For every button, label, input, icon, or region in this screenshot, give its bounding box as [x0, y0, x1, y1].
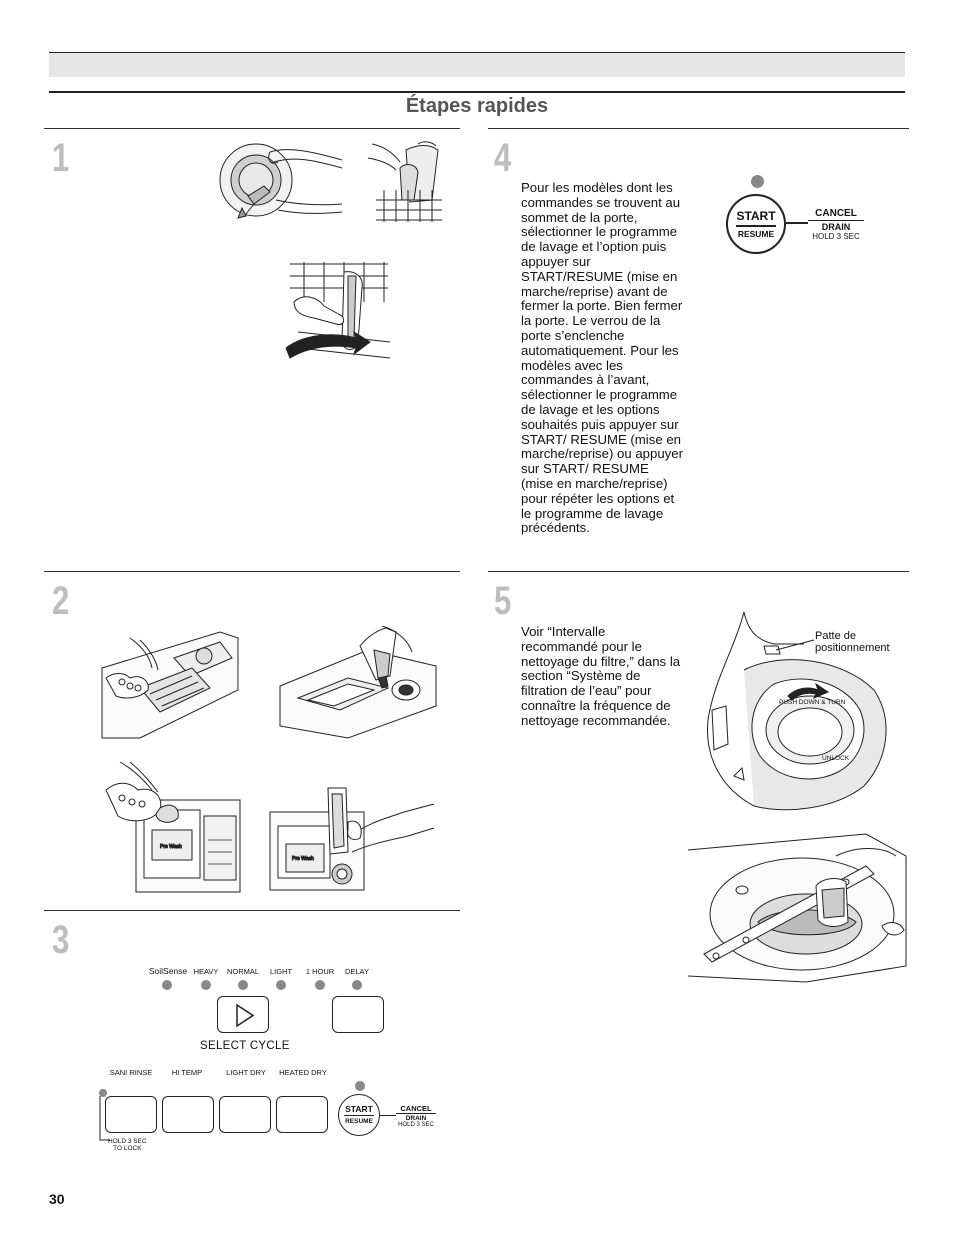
rule-step4-top	[488, 128, 909, 129]
cancel-text: CANCEL	[815, 208, 857, 219]
pre-wash-label-2: Pre Wash	[292, 856, 314, 862]
rule-step5-top	[488, 571, 909, 572]
section-title: Étapes rapides	[405, 95, 549, 117]
panel-resume-label: RESUME	[345, 1118, 373, 1125]
rinse-aid-open-illustration	[100, 628, 240, 740]
select-cycle-label: SELECT CYCLE	[200, 1040, 290, 1052]
cancel-drain-label: CANCEL DRAIN HOLD 3 SEC	[808, 208, 864, 241]
resume-label: RESUME	[737, 229, 775, 239]
scrape-plate-illustration	[218, 140, 346, 222]
option-label-heated-dry: HEATED DRY	[279, 1068, 327, 1077]
step-number-2: 2	[52, 579, 69, 623]
title-rule	[49, 91, 905, 93]
page-number: 30	[49, 1191, 65, 1207]
step5-instructions: Voir “Intervalle recommandé pour le nett…	[521, 624, 681, 728]
pre-wash-label-1: Pre Wash	[160, 844, 182, 850]
cycle-label-normal: NORMAL	[226, 967, 260, 976]
cycle-light-soilsense	[162, 980, 172, 990]
rinse-aid-fill-illustration	[278, 626, 438, 740]
positioning-tab-callout: Patte de positionnement	[815, 630, 890, 654]
hold-lock-line1: HOLD 3 SEC	[108, 1138, 147, 1145]
cycle-label-light: LIGHT	[269, 967, 293, 976]
drain-text: DRAIN	[808, 220, 864, 232]
filter-labels-overlay: PUSH DOWN & TURN UNLOCK	[779, 699, 850, 762]
cycle-light-delay	[352, 980, 362, 990]
panel-cancel-text: CANCEL	[400, 1104, 432, 1113]
step-number-1: 1	[52, 136, 69, 180]
cycle-light-1-hour	[315, 980, 325, 990]
ring-unlock-text: UNLOCK	[822, 755, 850, 762]
rule-step1-top	[44, 128, 460, 129]
rule-step2-top	[44, 571, 460, 572]
spray-arm-illustration	[284, 262, 390, 366]
callout-line1: Patte de	[815, 630, 856, 642]
hi-temp-button[interactable]	[162, 1096, 214, 1133]
play-icon	[236, 1003, 255, 1028]
ring-push-text: PUSH DOWN & TURN	[779, 699, 846, 706]
start-resume-button[interactable]: START RESUME	[726, 194, 786, 254]
hold-lock-line2: TO LOCK	[113, 1145, 142, 1152]
hold-text: HOLD 3 SEC	[812, 232, 860, 241]
option-label-hi-temp: HI TEMP	[171, 1068, 203, 1077]
hold-to-lock-label: HOLD 3 SEC TO LOCK	[108, 1138, 147, 1152]
cycle-label-soilsense: SoilSense	[148, 966, 188, 976]
panel-hold-text: HOLD 3 SEC	[398, 1122, 434, 1128]
lock-status-light	[99, 1089, 107, 1097]
panel-start-label: START	[345, 1104, 373, 1114]
step-number-3: 3	[52, 918, 69, 962]
rack-loading-illustration	[366, 140, 444, 222]
panel-start-divider	[344, 1115, 374, 1117]
cycle-light-normal	[238, 980, 248, 990]
detergent-load-illustration: Pre Wash	[100, 760, 242, 894]
header-band	[49, 52, 905, 77]
start-status-light	[751, 175, 764, 188]
lock-bracket-line	[99, 1096, 110, 1141]
step-number-5: 5	[494, 579, 511, 623]
cycle-label-delay: DELAY	[344, 967, 370, 976]
light-dry-button[interactable]	[219, 1096, 271, 1133]
panel-start-cancel-connector	[380, 1115, 396, 1117]
select-cycle-button[interactable]	[217, 996, 269, 1033]
start-cancel-connector	[786, 222, 808, 224]
step-number-4: 4	[494, 136, 511, 180]
panel-cancel-drain-label: CANCEL DRAIN HOLD 3 SEC	[396, 1104, 436, 1128]
cycle-light-light	[276, 980, 286, 990]
start-divider	[736, 225, 776, 227]
start-status-light-panel	[355, 1081, 365, 1091]
filter-unlock-illustration	[704, 610, 890, 814]
sani-rinse-button[interactable]	[105, 1096, 157, 1133]
heated-dry-button[interactable]	[276, 1096, 328, 1133]
panel-drain-text: DRAIN	[396, 1113, 436, 1122]
filter-removal-illustration	[686, 826, 908, 986]
cycle-light-heavy	[201, 980, 211, 990]
step4-instructions: Pour les modèles dont les commandes se t…	[521, 180, 683, 536]
rule-step3-top	[44, 910, 460, 911]
start-label: START	[736, 209, 776, 223]
start-resume-button-panel[interactable]: START RESUME	[338, 1094, 380, 1136]
option-label-light-dry: LIGHT DRY	[226, 1068, 266, 1077]
cycle-label-1-hour: 1 HOUR	[305, 967, 335, 976]
callout-line2: positionnement	[815, 642, 890, 654]
cycle-label-heavy: HEAVY	[193, 967, 219, 976]
option-label-sani-rinse: SANI RINSE	[109, 1068, 153, 1077]
delay-button[interactable]	[332, 996, 384, 1033]
detergent-close-illustration: Pre Wash	[268, 782, 436, 892]
